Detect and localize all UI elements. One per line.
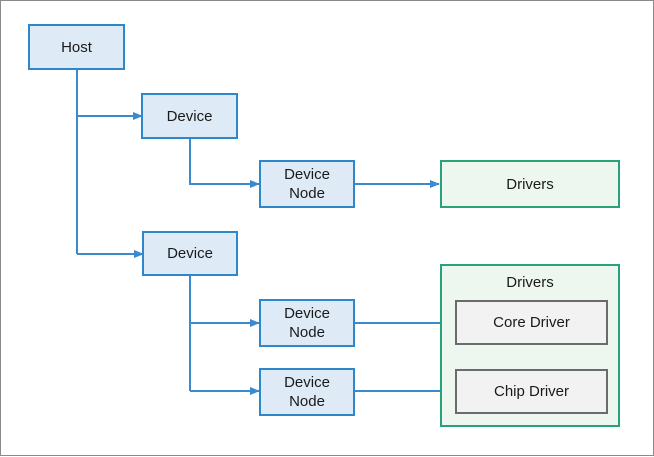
device-1-to-node-1-arrow <box>189 138 260 188</box>
device-node-box-2: Device <box>142 231 238 276</box>
core-driver-box: Core Driver <box>455 300 608 345</box>
host-label: Host <box>61 38 92 56</box>
host-node: Host <box>28 24 125 70</box>
drivers-group-title: Drivers <box>506 274 554 291</box>
chip-driver-box: Chip Driver <box>455 369 608 414</box>
device-label-1: Device <box>166 107 213 125</box>
core-driver-label: Core Driver <box>493 314 570 331</box>
drivers-box: Drivers <box>440 160 620 208</box>
device-node-3: Device Node <box>259 368 355 416</box>
device-node-label-2: Device Node <box>284 305 330 341</box>
drivers-label: Drivers <box>506 175 554 193</box>
device-node-label-3: Device Node <box>284 374 330 410</box>
device-label-2: Device <box>167 245 213 262</box>
device-node-label-1: Device Node <box>284 166 330 202</box>
chip-driver-label: Chip Driver <box>493 383 569 400</box>
device-node-2: Device Node <box>259 299 355 347</box>
device-node-1: Device Node <box>259 160 355 208</box>
device-node-box-1: Device <box>141 93 238 139</box>
